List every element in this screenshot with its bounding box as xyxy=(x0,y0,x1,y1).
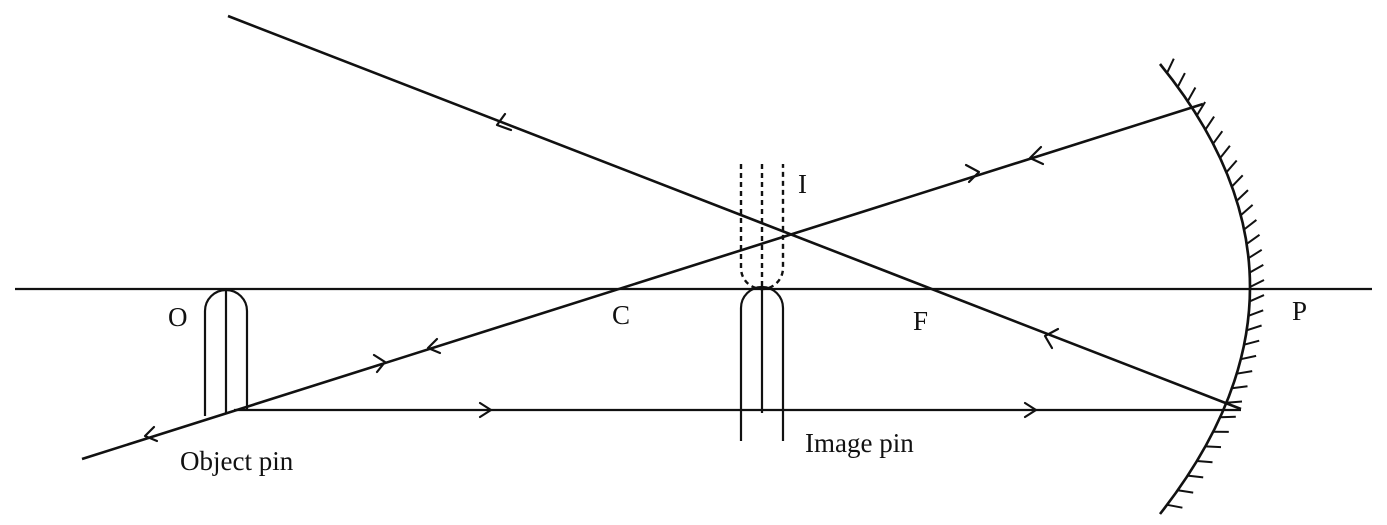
mirror-hatch xyxy=(1249,264,1264,274)
mirror-hatch xyxy=(1219,145,1231,159)
mirror-hatch xyxy=(1187,474,1204,479)
label-c: C xyxy=(612,300,630,330)
label-f: F xyxy=(913,306,928,336)
label-p: P xyxy=(1292,296,1307,326)
mirror-hatch xyxy=(1176,72,1186,88)
label-i: I xyxy=(798,169,807,199)
mirror-hatch xyxy=(1246,233,1261,245)
mirror-hatch xyxy=(1196,101,1206,116)
arrowhead xyxy=(372,353,387,374)
mirror-hatch xyxy=(1177,489,1194,494)
mirror-hatch xyxy=(1166,58,1175,74)
mirror-hatch xyxy=(1246,324,1262,332)
mirror-hatching xyxy=(1166,58,1265,509)
mirror-hatch xyxy=(1240,354,1257,361)
arrowhead xyxy=(143,425,159,443)
label-object-pin: Object pin xyxy=(180,446,294,476)
mirror-hatch xyxy=(1231,174,1244,188)
arrowhead xyxy=(964,163,981,184)
mirror-hatch xyxy=(1247,248,1263,260)
label-image-pin: Image pin xyxy=(805,428,914,458)
mirror-hatch xyxy=(1236,189,1249,202)
mirror-hatch xyxy=(1166,503,1183,509)
mirror-hatch xyxy=(1249,294,1265,303)
arrowhead xyxy=(426,337,442,355)
ray-through-focus xyxy=(227,14,1242,411)
mirror-hatch xyxy=(1249,279,1265,288)
image-pin xyxy=(739,285,785,441)
arrowhead xyxy=(495,112,513,132)
mirror-hatch xyxy=(1231,385,1248,390)
inverted-image xyxy=(739,164,785,291)
mirror-hatch xyxy=(1196,460,1213,464)
mirror-hatch xyxy=(1248,309,1264,317)
mirror-hatch xyxy=(1205,445,1222,449)
arrowhead xyxy=(1023,401,1038,419)
mirror-hatch xyxy=(1226,400,1243,404)
mirror-hatch xyxy=(1243,219,1258,231)
label-o: O xyxy=(168,302,188,332)
arrowhead xyxy=(1043,327,1060,350)
mirror-hatch xyxy=(1204,116,1215,131)
mirror-hatch xyxy=(1243,339,1260,346)
mirror-hatch xyxy=(1212,130,1224,145)
mirror-hatch xyxy=(1186,87,1197,102)
mirror-hatch xyxy=(1236,370,1253,375)
mirror-hatch xyxy=(1220,415,1236,419)
arrowhead xyxy=(478,401,493,419)
mirror-hatch xyxy=(1225,159,1238,173)
mirror-hatch xyxy=(1240,204,1254,216)
arrowhead xyxy=(1028,145,1045,166)
ray-through-centre xyxy=(81,102,1204,461)
